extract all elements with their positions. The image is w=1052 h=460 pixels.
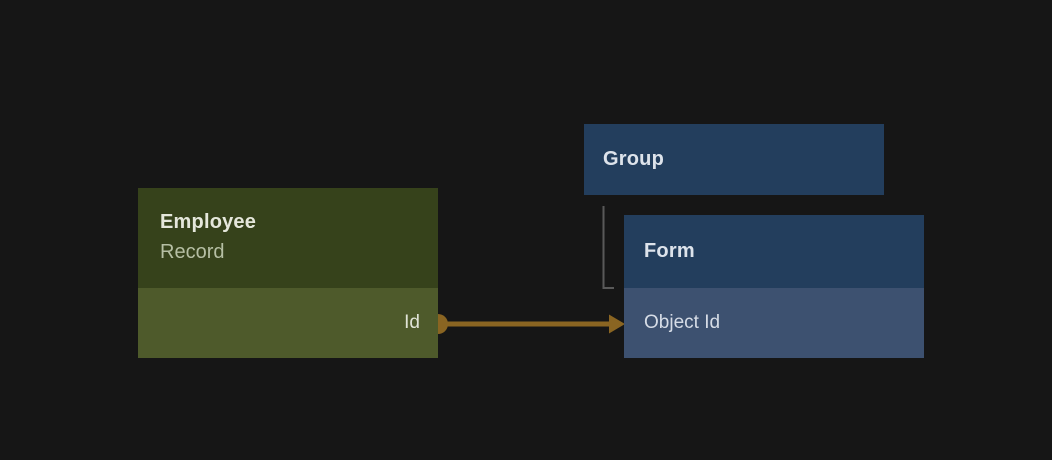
node-group[interactable]: Group — [584, 124, 884, 195]
employee-record-row-id[interactable]: Id — [138, 288, 438, 358]
group-form-connector[interactable] — [602, 206, 615, 289]
employee-record-row-id-label: Id — [404, 312, 420, 333]
form-header[interactable]: Form — [624, 215, 924, 288]
form-row-object-id[interactable]: Object Id — [624, 288, 924, 358]
employee-record-header[interactable]: Employee Record — [138, 188, 438, 288]
mapping-arrow-head — [609, 314, 625, 334]
employee-record-subtitle: Record — [160, 241, 225, 263]
form-row-object-id-label: Object Id — [644, 312, 721, 333]
group-title: Group — [603, 148, 664, 170]
employee-record-title: Employee — [160, 211, 257, 233]
node-form[interactable]: Form Object Id — [624, 215, 924, 358]
form-title: Form — [644, 240, 695, 262]
node-employee-record[interactable]: Employee Record Id — [138, 188, 438, 358]
